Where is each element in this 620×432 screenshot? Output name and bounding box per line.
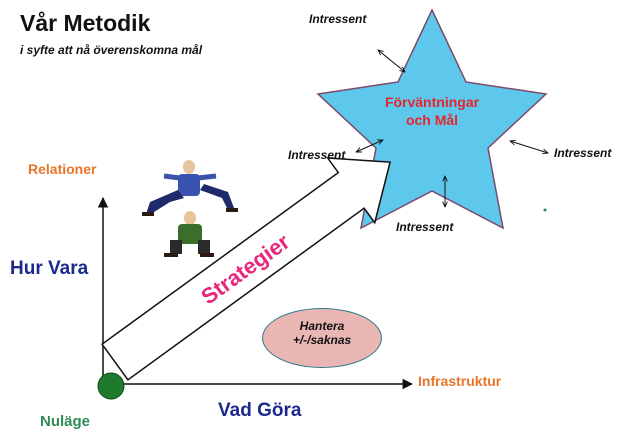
star-label-line1: Förväntningar (384, 94, 480, 110)
page-title: Vår Metodik (20, 10, 151, 36)
leapfrog-illustration (142, 160, 238, 257)
arrow-top-stakeholder (378, 50, 405, 72)
stakeholder-top: Intressent (309, 12, 367, 26)
arrow-right-stakeholder (510, 141, 548, 153)
y-axis-top-label: Relationer (28, 161, 97, 177)
green-dot (543, 208, 547, 212)
hantera-line1: Hantera (299, 319, 345, 333)
x-axis-label: Vad Göra (218, 400, 302, 421)
star-label-line2: och Mål (405, 112, 459, 128)
origin-circle (97, 372, 125, 400)
y-axis-label: Hur Vara (10, 258, 89, 279)
hantera-line2: +/-/saknas (292, 333, 352, 347)
arrow-left-stakeholder (356, 139, 383, 153)
page-subtitle: i syfte att nå överenskomna mål (20, 43, 203, 57)
stakeholder-right: Intressent (554, 146, 612, 160)
x-axis-end-label: Infrastruktur (418, 373, 502, 389)
origin-label: Nuläge (40, 413, 91, 430)
hantera-ellipse: Hantera +/-/saknas (262, 308, 382, 368)
stakeholder-left: Intressent (288, 148, 346, 162)
stakeholder-bottom: Intressent (396, 220, 454, 234)
star-label: Förväntningar och Mål (372, 93, 492, 129)
